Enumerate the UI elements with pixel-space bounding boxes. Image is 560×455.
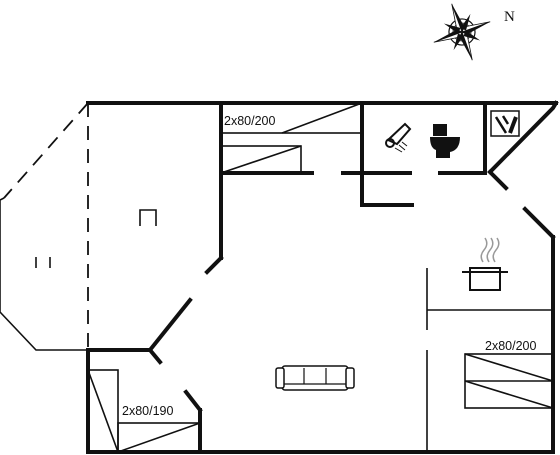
toilet-icon bbox=[430, 124, 460, 158]
shower-icon bbox=[385, 122, 412, 153]
cooking-pot-icon bbox=[462, 237, 508, 291]
bed-bottom-left bbox=[87, 369, 201, 453]
washing-machine-icon bbox=[490, 110, 520, 137]
bed-top bbox=[220, 102, 363, 174]
window-icon bbox=[35, 257, 51, 268]
bed-size-bottom-left: 2x80/190 bbox=[122, 404, 173, 418]
compass-north-label: N bbox=[504, 9, 515, 25]
compass-rose-icon bbox=[433, 3, 491, 61]
bed-right bbox=[464, 353, 554, 409]
sofa-icon bbox=[275, 365, 355, 391]
terrace-edge bbox=[0, 197, 88, 351]
terrace-outline bbox=[3, 102, 89, 350]
bedroom-bottom-left bbox=[183, 389, 203, 454]
bed-size-top: 2x80/200 bbox=[224, 114, 275, 128]
bed-size-right: 2x80/200 bbox=[485, 339, 536, 353]
fireplace-icon bbox=[139, 209, 157, 226]
